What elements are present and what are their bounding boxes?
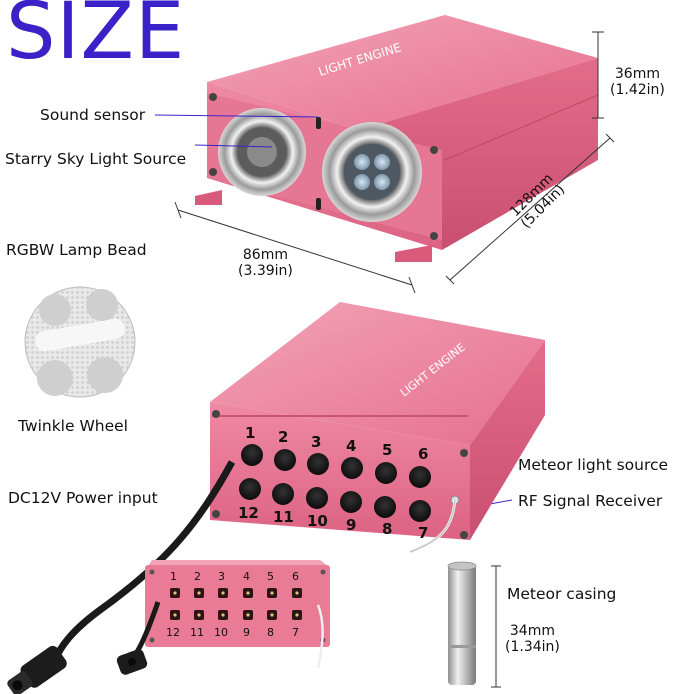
port-number: 2 (278, 428, 289, 446)
small-port-number: 3 (218, 570, 225, 583)
port-number: 3 (311, 433, 322, 451)
small-port-number: 6 (292, 570, 299, 583)
small-port-number: 12 (166, 626, 180, 639)
label-meteor-light-source: Meteor light source (518, 456, 669, 474)
dimension-casing: 34mm (1.34in) (505, 623, 560, 655)
dimension-height-in: (1.42in) (610, 82, 665, 98)
bottom-device: LIGHT ENGINE (210, 302, 545, 540)
label-dc12v-power-input: DC12V Power input (8, 489, 158, 507)
label-rgbw-lamp-bead: RGBW Lamp Bead (6, 241, 147, 259)
dimension-casing-mm: 34mm (509, 623, 555, 639)
label-twinkle-wheel: Twinkle Wheel (18, 417, 128, 435)
small-port-number: 4 (243, 570, 250, 583)
port-number: 8 (382, 520, 393, 538)
meteor-casing-tube (447, 561, 477, 685)
port-number: 11 (273, 508, 294, 526)
dimension-width-mm: 86mm (242, 247, 288, 263)
port-number: 5 (382, 441, 393, 459)
small-device (145, 560, 330, 647)
power-cable (51, 460, 236, 662)
port-number: 7 (418, 524, 429, 542)
port-number: 10 (307, 512, 328, 530)
small-port-number: 2 (194, 570, 201, 583)
label-starry-sky-light-source: Starry Sky Light Source (5, 150, 187, 168)
small-port-number: 8 (267, 626, 274, 639)
dimension-casing-in: (1.34in) (505, 639, 560, 655)
port-number: 12 (238, 504, 259, 522)
lamp-bead-magnifier (24, 286, 136, 398)
label-meteor-casing: Meteor casing (507, 585, 617, 603)
top-device: LIGHT ENGINE (195, 15, 599, 262)
page-title: SIZE (6, 0, 186, 77)
label-sound-sensor: Sound sensor (40, 106, 146, 124)
small-port-number: 11 (190, 626, 204, 639)
port-number: 1 (245, 424, 256, 442)
port-number: 4 (346, 437, 357, 455)
dimension-height-mm: 36mm (614, 66, 660, 82)
port-number: 9 (346, 516, 357, 534)
small-port-number: 1 (170, 570, 177, 583)
port-number: 6 (418, 445, 429, 463)
label-rf-signal-receiver: RF Signal Receiver (518, 492, 663, 510)
dimension-width-in: (3.39in) (238, 263, 293, 279)
small-port-number: 5 (267, 570, 274, 583)
small-port-number: 7 (292, 626, 299, 639)
dimension-lines (174, 31, 615, 294)
small-port-number: 9 (243, 626, 250, 639)
small-port-number: 10 (214, 626, 228, 639)
dimension-width: 86mm (3.39in) (238, 247, 293, 279)
dimension-height: 36mm (1.42in) (610, 66, 665, 98)
